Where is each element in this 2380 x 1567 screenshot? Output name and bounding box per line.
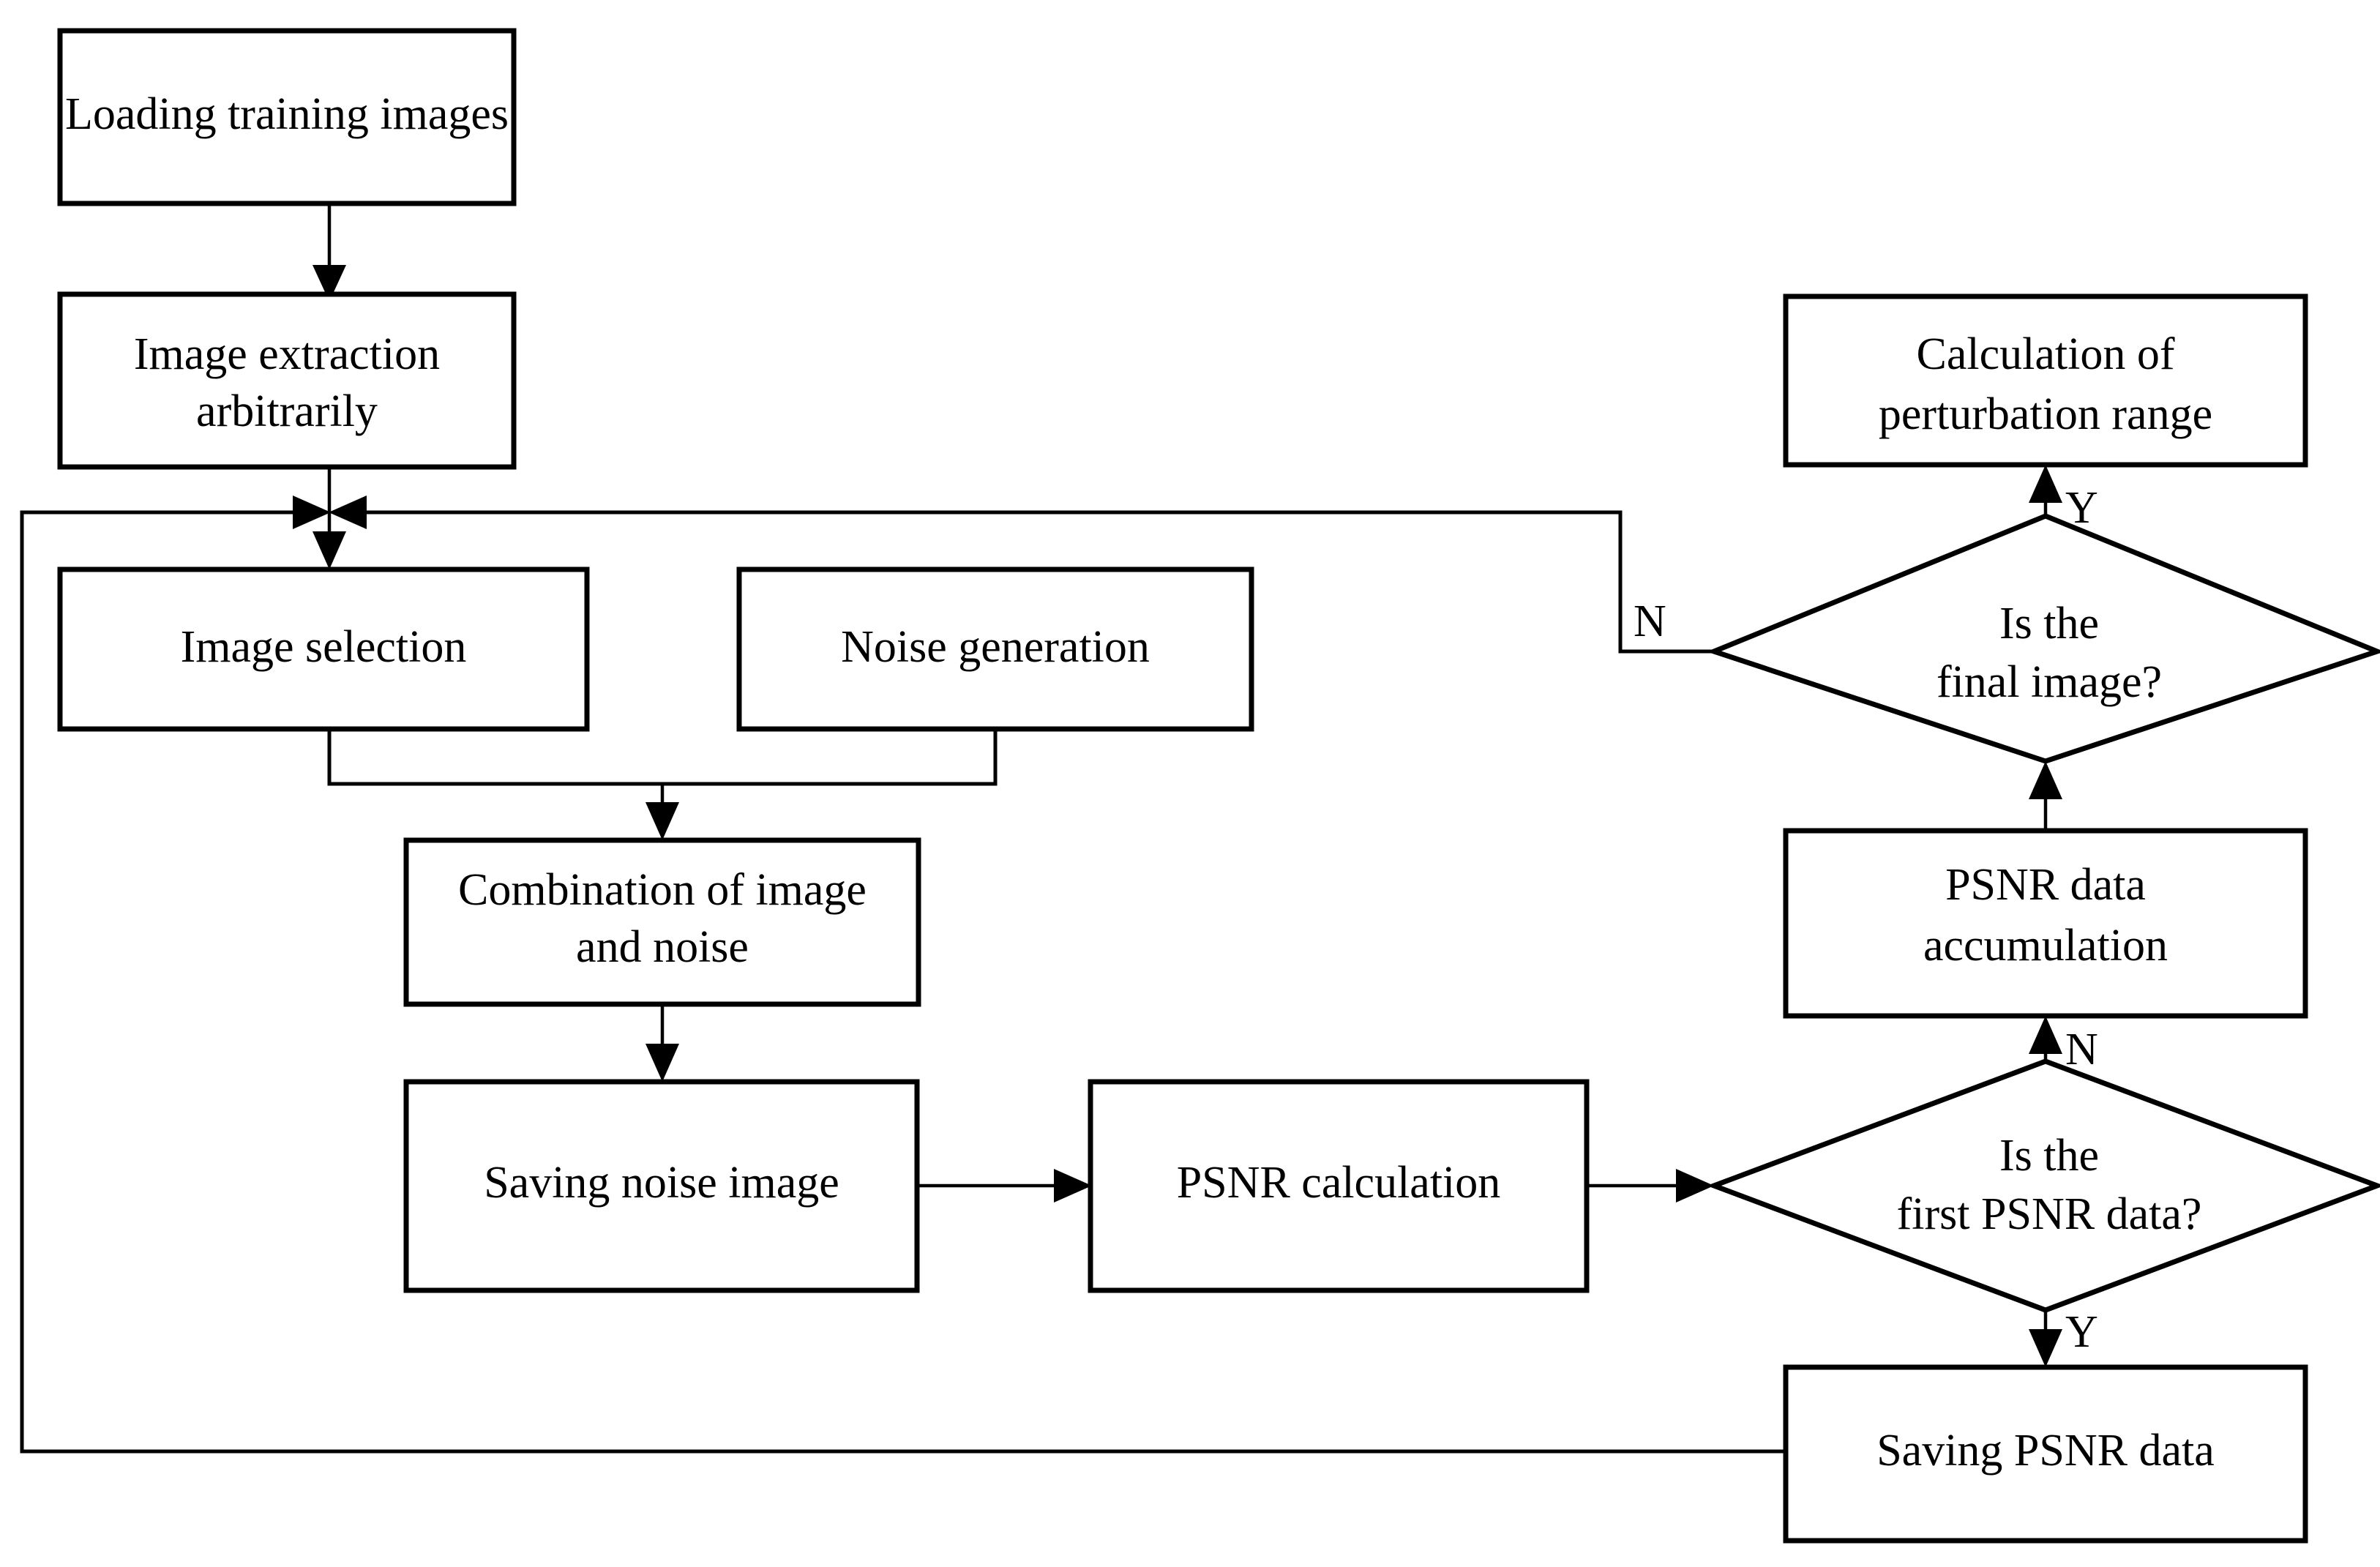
node-label-finalimage-line2: final image? — [1936, 657, 2162, 707]
node-calculation-perturbation-range[interactable]: Calculation of perturbation range — [1783, 293, 2308, 468]
node-label-accumulation-line1: PSNR data — [1945, 860, 2146, 910]
node-label-perturbation-line2: perturbation range — [1879, 389, 2212, 439]
node-label-saving-noise: Saving noise image — [484, 1158, 839, 1208]
node-label-psnr-calc: PSNR calculation — [1177, 1158, 1501, 1208]
node-label-saving-psnr: Saving PSNR data — [1876, 1426, 2215, 1476]
edge-label-firstpsnr-no: N — [2065, 1025, 2098, 1074]
node-label-combination-line1: Combination of image — [458, 865, 867, 915]
node-noise-generation[interactable]: Noise generation — [736, 566, 1254, 732]
node-image-extraction[interactable]: Image extraction arbitrarily — [57, 291, 517, 470]
node-loading-training-images[interactable]: Loading training images — [57, 28, 517, 206]
node-label-finalimage-line1: Is the — [1999, 599, 2099, 648]
node-psnr-data-accumulation[interactable]: PSNR data accumulation — [1783, 828, 2308, 1019]
edge-combination-to-savingnoise — [645, 1004, 679, 1082]
edge-savingpsnr-feedback-to-junction — [20, 495, 1786, 1454]
edge-noise-to-merge — [662, 729, 998, 786]
node-label-loading: Loading training images — [65, 89, 509, 139]
node-combination[interactable]: Combination of image and noise — [403, 837, 921, 1007]
node-image-selection[interactable]: Image selection — [57, 566, 590, 732]
node-label-combination-line2: and noise — [576, 922, 749, 972]
edge-label-finalimage-yes: Y — [2065, 483, 2098, 533]
node-is-final-image[interactable]: Is the final image? — [1706, 513, 2380, 764]
node-label-firstpsnr-line1: Is the — [1999, 1131, 2099, 1181]
node-label-extraction-line1: Image extraction — [134, 329, 440, 379]
edge-junction-to-selection — [313, 512, 346, 569]
edge-firstpsnr-no-to-accumulation — [2029, 1016, 2062, 1061]
node-saving-noise-image[interactable]: Saving noise image — [403, 1079, 920, 1293]
edge-savingnoise-to-psnrcalc — [917, 1169, 1092, 1203]
edge-accumulation-to-finalimage — [2029, 761, 2062, 831]
edge-label-firstpsnr-yes: Y — [2065, 1307, 2098, 1357]
node-label-accumulation-line2: accumulation — [1923, 921, 2168, 971]
edge-finalimage-no-to-junction — [329, 495, 1713, 654]
edge-merge-to-combination — [645, 784, 679, 840]
edge-psnrcalc-to-firstpsnr — [1587, 1169, 1714, 1203]
node-label-extraction-line2: arbitrarily — [196, 386, 378, 436]
node-label-firstpsnr-line2: first PSNR data? — [1897, 1189, 2202, 1239]
node-psnr-calculation[interactable]: PSNR calculation — [1088, 1079, 1590, 1293]
edge-selection-to-merge — [327, 729, 662, 786]
node-label-selection: Image selection — [181, 622, 467, 672]
edge-label-finalimage-no: N — [1634, 596, 1666, 646]
edge-finalimage-yes-to-perturbation — [2029, 465, 2062, 516]
edge-firstpsnr-yes-to-savingpsnr — [2029, 1310, 2062, 1367]
node-label-perturbation-line1: Calculation of — [1917, 329, 2175, 379]
node-saving-psnr-data[interactable]: Saving PSNR data — [1783, 1364, 2308, 1544]
node-label-noise: Noise generation — [841, 622, 1150, 672]
node-is-first-psnr-data[interactable]: Is the first PSNR data? — [1707, 1058, 2380, 1313]
edge-loading-to-extraction — [313, 203, 346, 302]
